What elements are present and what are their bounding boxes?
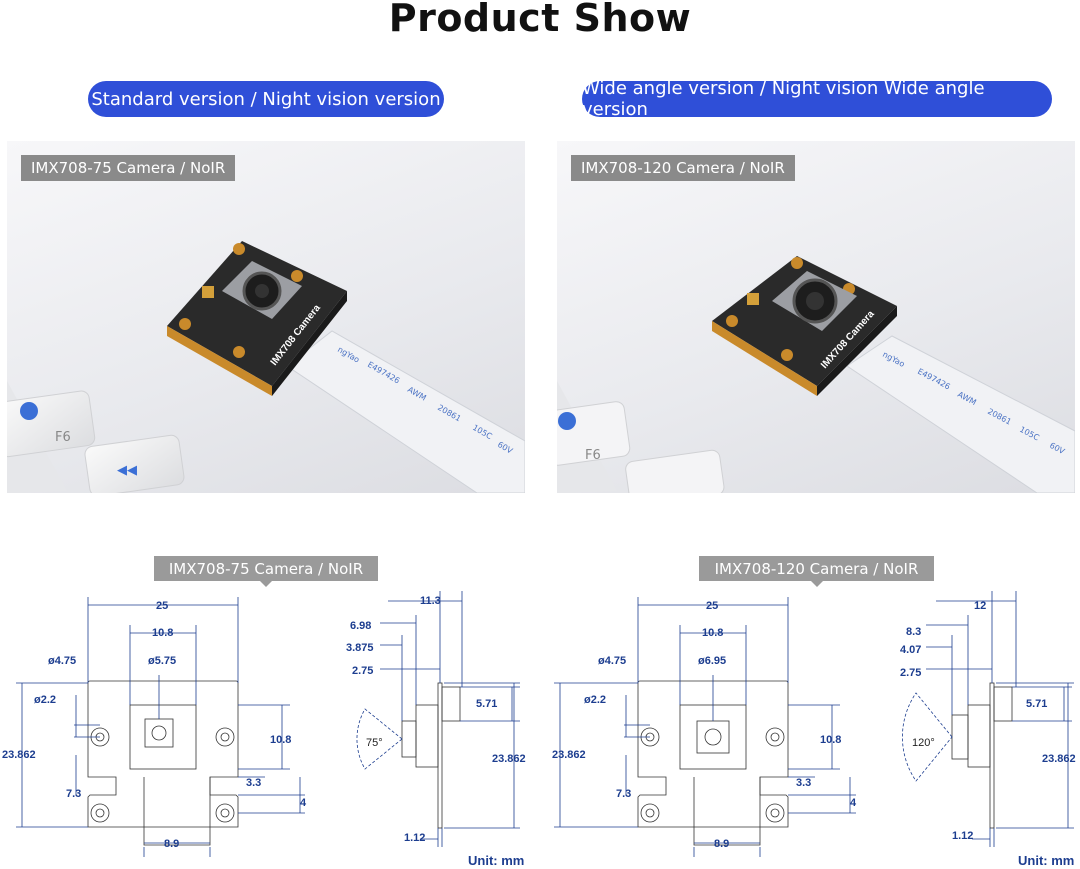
page-title: Product Show	[388, 0, 692, 40]
camera-120-tag: IMX708-120 Camera / NoIR	[571, 155, 795, 181]
drawing-75: 25 10.8 ø4.75 ø5.75 ø2.2 23.862 10.8 3.3…	[0, 585, 540, 869]
dim-side-height: 23.862	[1042, 753, 1076, 765]
dim-side-d3: 2.75	[352, 665, 373, 677]
drawing-120-tag: IMX708-120 Camera / NoIR	[699, 556, 934, 587]
rewind-icon: ◀◀	[117, 463, 137, 478]
dim-fov: 75°	[366, 737, 383, 749]
dim-mount-dia: ø2.2	[584, 694, 606, 706]
camera-120-photo: F6 ngYao E497426 AWM 20861 105C 60V IMX7…	[557, 141, 1075, 493]
dim-side-conn: 5.71	[476, 698, 497, 710]
dim-height: 23.862	[2, 749, 36, 761]
dim-hole-dia: ø4.75	[48, 655, 76, 667]
dim-side-d1: 8.3	[906, 626, 921, 638]
dim-tab: 4	[850, 797, 857, 809]
camera-120-illustration: F6 ngYao E497426 AWM 20861 105C 60V IMX7…	[557, 256, 1075, 493]
dim-width: 25	[706, 600, 718, 612]
drawing-75-tag: IMX708-75 Camera / NoIR	[154, 556, 378, 587]
dim-side-total: 11.3	[420, 595, 441, 607]
dim-tab-width: 8.9	[714, 838, 729, 850]
dim-mount-dia: ø2.2	[34, 694, 56, 706]
dim-hole-spacing: 10.8	[702, 627, 723, 639]
unit-label: Unit: mm	[468, 853, 524, 868]
dim-lens-dia: ø5.75	[148, 655, 176, 667]
globe-icon	[20, 402, 38, 420]
dim-tab-width: 8.9	[164, 838, 179, 850]
dim-side-total: 12	[974, 600, 986, 612]
dim-width: 25	[156, 600, 168, 612]
dim-height: 23.862	[552, 749, 586, 761]
dim-side-d2: 3.875	[346, 642, 374, 654]
dim-side-d2: 4.07	[900, 644, 921, 656]
globe-icon	[558, 412, 576, 430]
dim-fov: 120°	[912, 737, 935, 749]
dim-tab: 4	[300, 797, 307, 809]
dim-side-d3: 2.75	[900, 667, 921, 679]
dim-step: 3.3	[796, 777, 811, 789]
standard-version-label: Standard version / Night vision version	[88, 81, 444, 117]
camera-75-tag: IMX708-75 Camera / NoIR	[21, 155, 236, 181]
unit-label: Unit: mm	[1018, 853, 1074, 868]
key-f6: F6	[585, 448, 601, 463]
dim-step: 3.3	[246, 777, 261, 789]
key-f6: F6	[55, 430, 71, 445]
dim-side-thick: 1.12	[952, 830, 973, 842]
dim-bottom-offset: 7.3	[616, 788, 631, 800]
dim-side-height: 23.862	[492, 753, 526, 765]
dim-lens-dia: ø6.95	[698, 655, 726, 667]
dim-hole-spacing: 10.8	[152, 627, 173, 639]
dim-side-thick: 1.12	[404, 832, 425, 844]
dim-hole-dia: ø4.75	[598, 655, 626, 667]
dim-bottom-offset: 7.3	[66, 788, 81, 800]
dim-lens-offset: 10.8	[820, 734, 841, 746]
camera-board: IMX708 Camera	[712, 256, 897, 396]
camera-board: IMX708 Camera	[167, 241, 347, 396]
dim-lens-offset: 10.8	[270, 734, 291, 746]
dim-side-d1: 6.98	[350, 620, 371, 632]
camera-75-illustration: F6 ◀◀ ngYao E497426 AWM 20861 105C 60V I…	[7, 241, 525, 493]
wide-angle-version-label: Wide angle version / Night vision Wide a…	[582, 78, 1052, 120]
drawing-120: 25 10.8 ø4.75 ø6.95 ø2.2 23.862 10.8 3.3…	[540, 585, 1080, 869]
dim-side-conn: 5.71	[1026, 698, 1047, 710]
camera-75-photo: F6 ◀◀ ngYao E497426 AWM 20861 105C 60V I…	[7, 141, 525, 493]
